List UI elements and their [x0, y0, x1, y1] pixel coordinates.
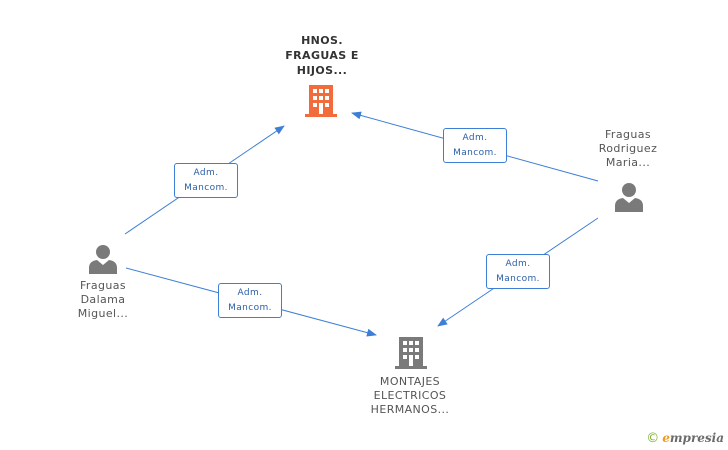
- edge-label-role: Mancom.: [453, 148, 497, 158]
- company-label-line: HNOS.: [301, 34, 343, 47]
- person-label-line: Fraguas: [79, 279, 127, 292]
- company-label-line: HERMANOS...: [370, 403, 450, 416]
- person-label-line: Fraguas: [604, 128, 652, 141]
- company-label-line: MONTAJES: [379, 375, 441, 388]
- person-label-line: Rodriguez: [598, 142, 658, 155]
- person-label-miguel[interactable]: Fraguas Dalama Miguel...: [58, 279, 148, 321]
- person-icon[interactable]: [614, 182, 644, 212]
- building-icon[interactable]: [305, 84, 337, 118]
- copyright-icon: ©: [646, 430, 660, 446]
- edge-label-role: Mancom.: [496, 274, 540, 284]
- building-icon[interactable]: [395, 336, 427, 370]
- company-label-line: HIJOS...: [296, 64, 348, 77]
- person-icon[interactable]: [88, 244, 118, 274]
- edge-label-role: Mancom.: [184, 183, 228, 193]
- person-label-line: Maria...: [605, 156, 651, 169]
- brand-name: empresia: [662, 431, 724, 445]
- edge-label-role: Adm.: [237, 288, 263, 298]
- edge-label-role: Adm.: [505, 259, 531, 269]
- edge-label-miguel-montajes[interactable]: Adm. Mancom.: [218, 283, 282, 318]
- company-label-line: ELECTRICOS: [373, 389, 447, 402]
- edge-label-miguel-hnos[interactable]: Adm. Mancom.: [174, 163, 238, 198]
- edge-label-role: Mancom.: [228, 303, 272, 313]
- edge-label-maria-hnos[interactable]: Adm. Mancom.: [443, 128, 507, 163]
- person-label-line: Miguel...: [77, 307, 129, 320]
- company-label-line: FRAGUAS E: [285, 49, 359, 62]
- edge-label-role: Adm.: [462, 133, 488, 143]
- edge-label-role: Adm.: [193, 168, 219, 178]
- company-label-montajes[interactable]: MONTAJES ELECTRICOS HERMANOS...: [350, 375, 470, 417]
- person-label-line: Dalama: [80, 293, 126, 306]
- person-label-maria[interactable]: Fraguas Rodriguez Maria...: [583, 128, 673, 170]
- edge-label-maria-montajes[interactable]: Adm. Mancom.: [486, 254, 550, 289]
- brand-logo[interactable]: © empresia: [646, 430, 724, 446]
- company-label-hnos[interactable]: HNOS. FRAGUAS E HIJOS...: [262, 33, 382, 78]
